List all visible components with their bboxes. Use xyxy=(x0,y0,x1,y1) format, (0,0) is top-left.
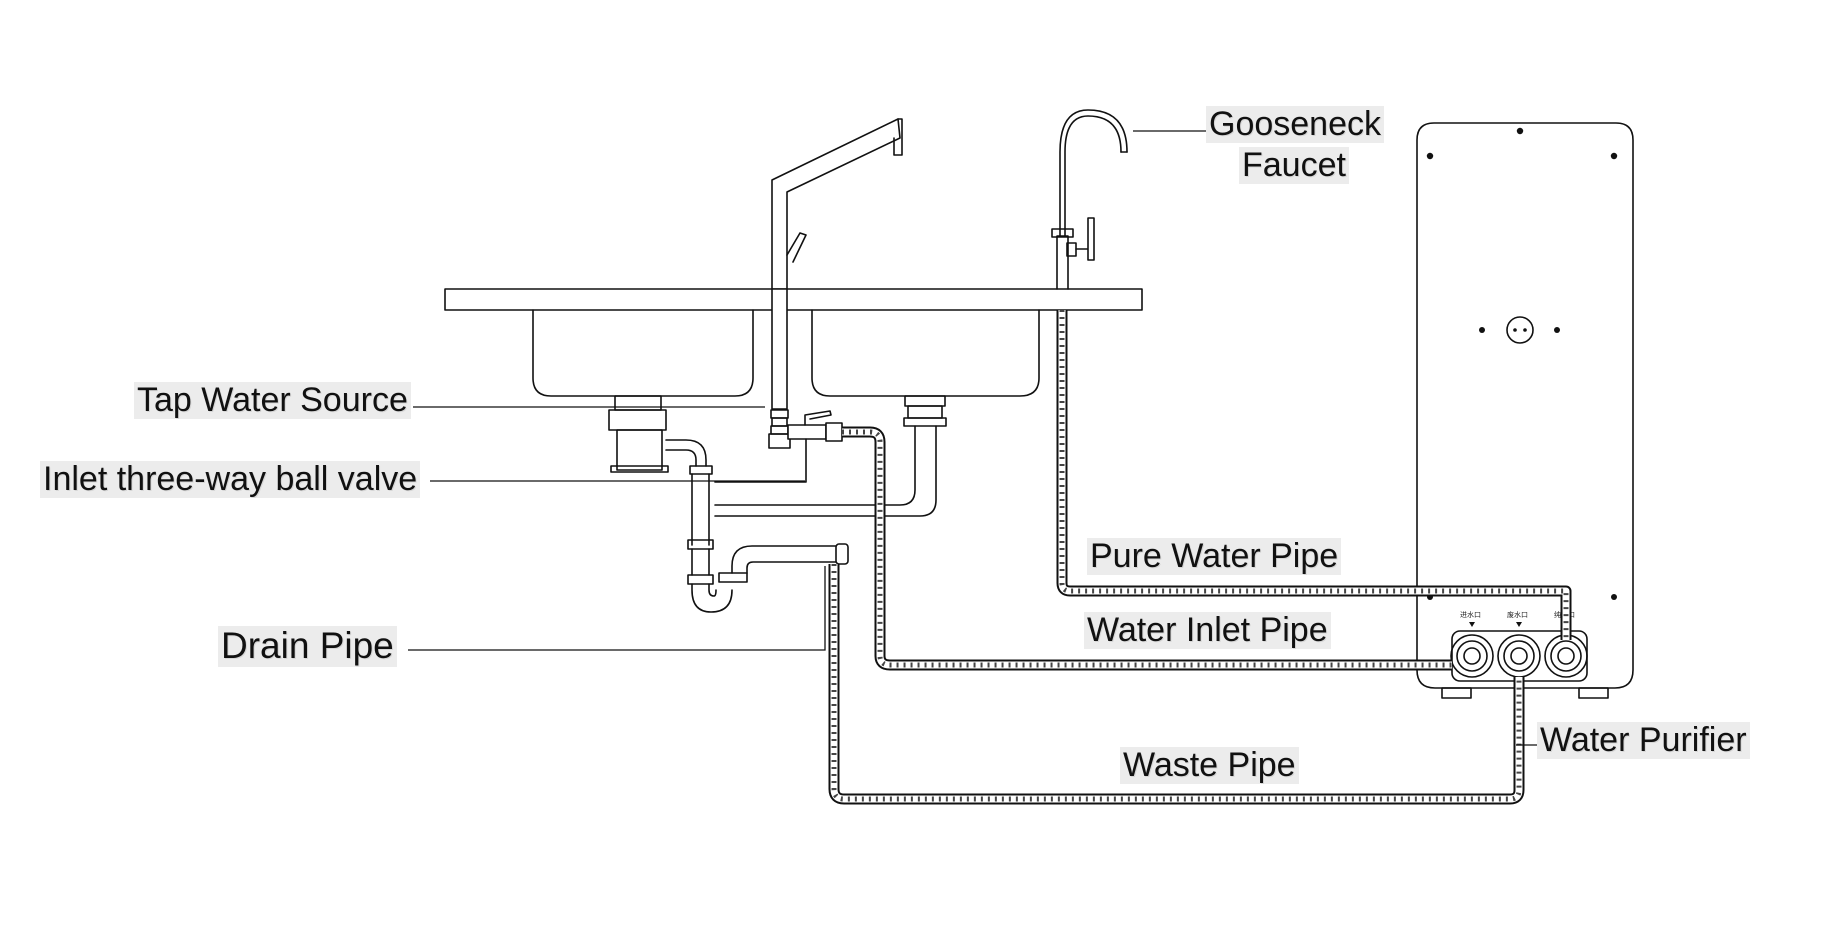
waste-pipe xyxy=(828,564,1525,805)
port-label-inlet: 进水口 xyxy=(1460,610,1481,619)
tap-water-source-label: Tap Water Source xyxy=(134,381,411,420)
port-label-waste: 废水口 xyxy=(1507,610,1528,619)
gooseneck-label-line2: Faucet xyxy=(1242,146,1346,184)
water-inlet-pipe-label: Water Inlet Pipe xyxy=(1084,611,1331,650)
p-trap xyxy=(687,473,849,613)
kitchen-faucet xyxy=(768,118,903,449)
pure-water-pipe-label: Pure Water Pipe xyxy=(1087,537,1342,576)
water-inlet-pipe xyxy=(842,426,1452,671)
water-purifier-label: Water Purifier xyxy=(1537,721,1750,760)
countertop xyxy=(444,288,1143,311)
gooseneck-label-line1: Gooseneck xyxy=(1209,105,1381,143)
left-disposer xyxy=(608,395,713,475)
pure-water-pipe xyxy=(1056,310,1572,640)
leader-lines xyxy=(408,130,1537,746)
gooseneck-label: Gooseneck xyxy=(1206,105,1384,144)
sink-bowl-right xyxy=(811,309,1040,397)
waste-pipe-label: Waste Pipe xyxy=(1120,746,1299,785)
right-drain-strainer xyxy=(714,395,947,517)
inlet-ball-valve xyxy=(714,410,843,483)
gooseneck-faucet xyxy=(1051,109,1128,290)
purifier-body xyxy=(1416,122,1634,699)
drain-pipe-label: Drain Pipe xyxy=(218,625,397,667)
sink-bowl-left xyxy=(532,309,754,397)
inlet-valve-label: Inlet three-way ball valve xyxy=(40,460,421,499)
faucet-label: Faucet xyxy=(1239,146,1349,185)
